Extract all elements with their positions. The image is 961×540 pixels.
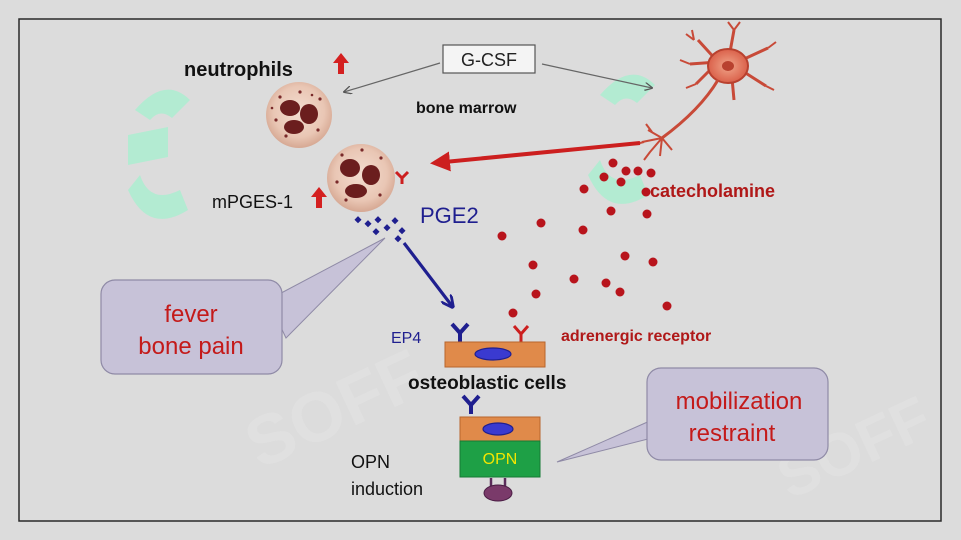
opn-induction-label-2: induction [351, 479, 423, 499]
ep4-label: EP4 [391, 330, 421, 347]
mobilization-callout-line2: restraint [689, 420, 776, 447]
osteoblastic-nucleus-icon [474, 347, 512, 361]
bone-marrow-label: bone marrow [416, 100, 517, 117]
catecholamine-to-neutrophil-arrow [430, 141, 641, 172]
neutrophil-cell-icon [266, 82, 332, 148]
adrenergic-receptor-icon [512, 325, 530, 342]
neutrophils-label: neutrophils [184, 59, 293, 81]
opn-induction-label-1: OPN [351, 452, 390, 472]
pge2-molecules-icon [354, 216, 406, 243]
neuron-icon [635, 21, 777, 161]
pge2-to-ep4-arrow [402, 242, 452, 306]
mobilization-callout-line1: mobilization [676, 388, 803, 415]
osteoblastic-nucleus-icon-2 [482, 422, 514, 436]
gcsf-label: G-CSF [461, 50, 517, 70]
opn-receptor-icon [483, 478, 513, 502]
increase-arrow-icon-2 [311, 187, 327, 208]
fever-callout-line2: bone pain [138, 333, 243, 360]
mpges1-label: mPGES-1 [212, 192, 293, 212]
gcsf-to-neuron-arrow [541, 63, 652, 88]
increase-arrow-icon [333, 53, 349, 74]
catecholamine-label: catecholamine [650, 181, 775, 201]
pge2-label: PGE2 [420, 203, 479, 228]
gcsf-box [442, 44, 536, 74]
gcsf-to-neutrophil-arrow [344, 62, 441, 92]
ep4-receptor-icon [450, 322, 470, 342]
fever-callout-line1: fever [164, 301, 217, 328]
osteoblastic-cells-label: osteoblastic cells [408, 373, 566, 394]
opn-box [459, 440, 541, 478]
neutrophil-cell-icon-2 [327, 144, 410, 212]
catecholamine-dots-icon [497, 158, 672, 318]
mobilization-callout: mobilization restraint [556, 367, 829, 463]
ep4-receptor-icon-2 [461, 394, 481, 414]
fever-callout: fever bone pain [100, 237, 386, 375]
adrenergic-receptor-label: adrenergic receptor [561, 328, 711, 345]
opn-box-label: OPN [483, 451, 518, 468]
